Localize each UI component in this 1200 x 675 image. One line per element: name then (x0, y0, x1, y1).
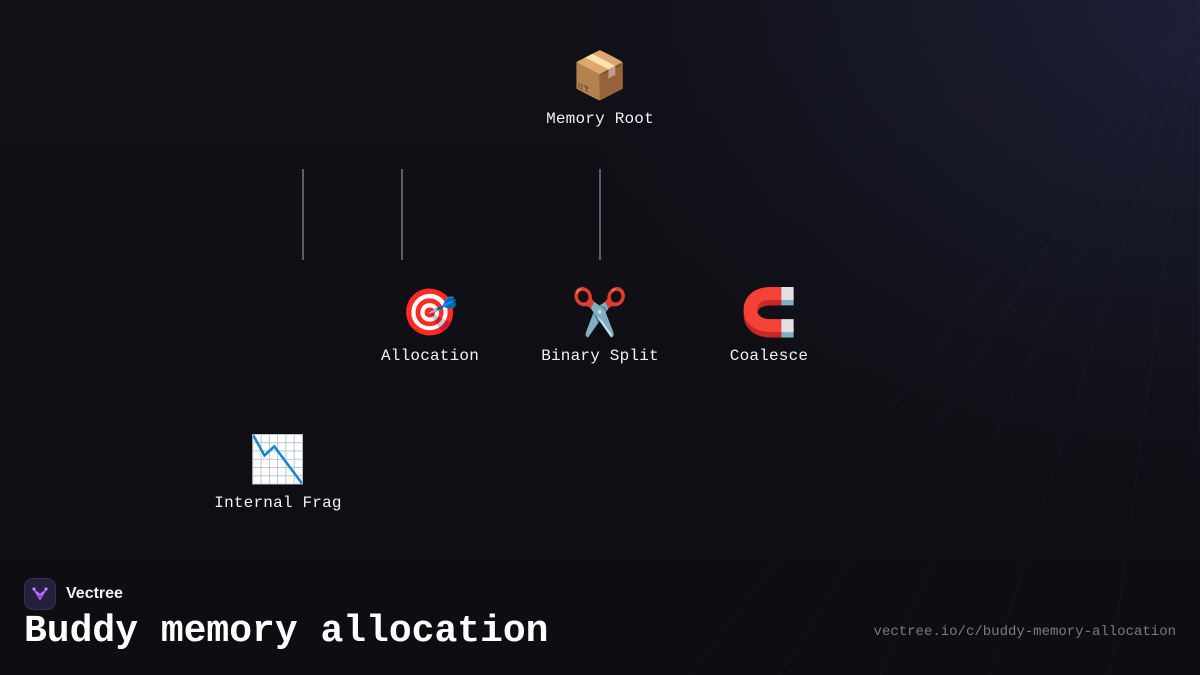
target-icon: 🎯 (401, 285, 459, 339)
node-label: Allocation (380, 347, 479, 365)
brand[interactable]: Vectree (24, 577, 123, 611)
node-label: Coalesce (729, 347, 809, 365)
node-binary-split: ✂️ Binary Split (510, 283, 690, 365)
connector-line-1 (302, 169, 304, 260)
scissors-icon: ✂️ (571, 285, 629, 339)
package-icon: 📦 (571, 48, 629, 102)
node-internal-frag: 📉 Internal Frag (188, 430, 368, 512)
chart-decreasing-icon: 📉 (249, 432, 307, 486)
magnet-icon: 🧲 (740, 285, 798, 339)
vectree-logo-icon (24, 578, 56, 610)
source-url-link[interactable]: vectree.io/c/buddy-memory-allocation (873, 624, 1176, 640)
node-coalesce: 🧲 Coalesce (679, 283, 859, 365)
node-label: Binary Split (541, 347, 659, 365)
node-allocation: 🎯 Allocation (340, 283, 520, 365)
node-memory-root: 📦 Memory Root (510, 46, 690, 128)
node-label: Internal Frag (214, 494, 342, 512)
page-title: Buddy memory allocation (24, 610, 549, 653)
brand-name: Vectree (66, 585, 123, 602)
node-label: Memory Root (546, 110, 654, 128)
connector-line-3 (599, 169, 601, 260)
connector-line-2 (401, 169, 403, 260)
